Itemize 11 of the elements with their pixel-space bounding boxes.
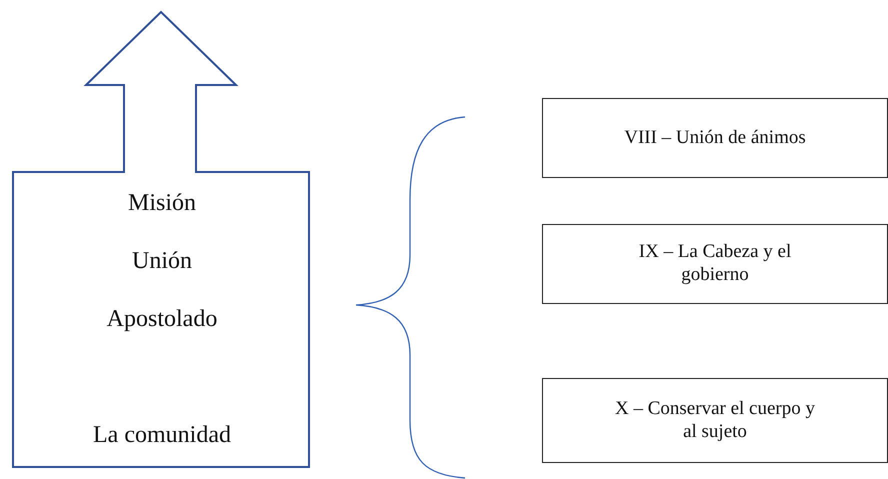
- up-arrow-shape: [12, 10, 312, 468]
- box-label: IX – La Cabeza y el gobierno: [638, 241, 792, 287]
- node-label: Unión: [131, 248, 193, 275]
- text-box: [542, 378, 888, 463]
- node-label: Misión: [126, 190, 197, 217]
- node-label: Apostolado: [106, 306, 218, 333]
- text-box: [542, 224, 888, 304]
- node-label: La comunidad: [92, 422, 232, 449]
- box-label: X – Conservar el cuerpo y al sujeto: [614, 398, 816, 444]
- box-label: VIII – Unión de ánimos: [624, 126, 806, 150]
- text-box: [542, 98, 888, 178]
